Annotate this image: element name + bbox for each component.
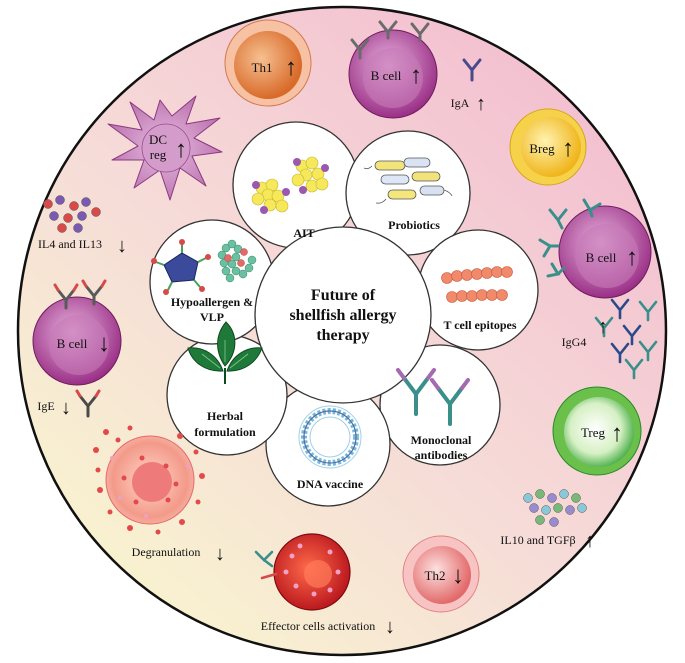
label-herbal-line2: formulation [194, 425, 256, 439]
ait-allergen-icon [251, 156, 329, 214]
b-cell-top [348, 20, 438, 119]
vlp-icon [151, 239, 211, 295]
label-il10-tgfb: IL10 and TGFβ [500, 533, 575, 547]
arrow-breg-up: ↑ [562, 136, 574, 162]
label-degranulation: Degranulation [132, 545, 201, 559]
arrow-iga-up: ↑ [476, 93, 486, 115]
arrow-il10-up: ↑ [585, 530, 595, 552]
b-cell-right [538, 198, 652, 299]
arrow-dc-up: ↑ [175, 137, 187, 163]
label-monoclonal-line1: Monoclonal [411, 433, 472, 447]
probiotics-bacteria-icon [363, 157, 453, 204]
arrow-b-cell-right-up: ↑ [626, 245, 638, 271]
label-t-cell-epitopes: T cell epitopes [443, 318, 516, 332]
label-igg4: IgG4 [562, 335, 587, 349]
petal-t-cell-epitopes [417, 229, 539, 351]
label-herbal-line1: Herbal [207, 409, 244, 423]
degranulation-cell [93, 425, 205, 535]
label-il4-il13: IL4 and IL13 [38, 237, 102, 251]
label-hypoallergen-line2: VLP [200, 310, 224, 324]
il4-il13-cytokines-icon [43, 195, 101, 233]
t-cell-epitopes-icon [441, 266, 513, 303]
label-treg: Treg [581, 425, 606, 440]
label-th2: Th2 [425, 568, 446, 583]
label-b-cell-top: B cell [371, 68, 402, 83]
breg-cell [509, 108, 587, 186]
label-dc-line1: DC [149, 132, 167, 147]
label-ige: IgE [37, 399, 54, 413]
label-b-cell-right: B cell [586, 250, 617, 265]
center-title-line2: shellfish allergy [289, 307, 396, 324]
center-title-line1: Future of [311, 287, 376, 304]
arrow-b-cell-left-down: ↓ [98, 331, 110, 357]
iga-antibody-icon [462, 58, 482, 82]
arrow-b-cell-top-up: ↑ [410, 63, 422, 89]
arrow-effector-down: ↓ [385, 616, 395, 638]
treg-cell [552, 386, 642, 476]
label-iga: IgA [451, 96, 470, 110]
label-dna-vaccine: DNA vaccine [297, 477, 364, 491]
igg4-antibodies-icon [594, 298, 658, 380]
arrow-degranulation-down: ↓ [215, 543, 225, 565]
herbal-leaf-icon [187, 321, 263, 384]
th1-cell [224, 19, 312, 107]
center-circle [254, 226, 432, 404]
il10-tgfb-cytokines-icon [523, 489, 587, 527]
label-dc-line2: reg [150, 147, 167, 162]
dna-plasmid-icon [298, 405, 362, 469]
arrow-treg-up: ↑ [611, 421, 623, 447]
label-b-cell-left: B cell [57, 336, 88, 351]
arrow-igg4-up: ↑ [598, 316, 608, 338]
ige-antibody-icon [75, 389, 101, 418]
petal-monoclonal [379, 344, 501, 466]
label-monoclonal-line2: antibodies [415, 448, 468, 462]
arrow-ige-down: ↓ [61, 397, 71, 419]
arrow-th2-down: ↓ [452, 563, 464, 589]
effector-mast-cell [254, 533, 351, 611]
monoclonal-antibody-icon [396, 368, 470, 426]
label-effector: Effector cells activation [261, 619, 375, 633]
center-title-line3: therapy [316, 327, 369, 344]
b-cell-left [32, 279, 122, 386]
arrow-th1-up: ↑ [285, 55, 297, 81]
th2-cell [402, 535, 480, 613]
label-probiotics: Probiotics [388, 218, 440, 232]
dc-reg-cell [107, 95, 223, 201]
label-hypoallergen-line1: Hypoallergen & [171, 295, 253, 309]
hypoallergen-icon [217, 239, 257, 283]
label-ait: AIT [293, 226, 314, 240]
label-th1: Th1 [252, 60, 273, 75]
arrow-il4-down: ↓ [117, 235, 127, 257]
label-breg: Breg [529, 141, 555, 156]
